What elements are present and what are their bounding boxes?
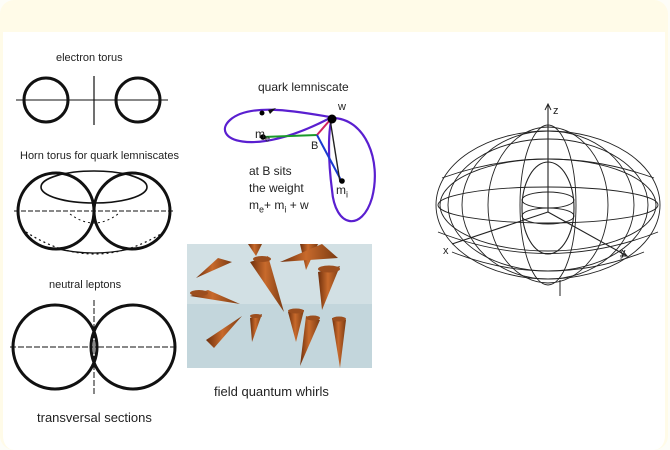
label-transversal-sections: transversal sections: [37, 410, 152, 425]
label-axis-y: y: [620, 247, 626, 259]
horn-torus-drawing: [14, 170, 174, 255]
field-quantum-whirls-image: [187, 244, 372, 368]
label-horn-torus: Horn torus for quark lemniscates: [20, 150, 179, 162]
label-quark-lemniscate: quark lemniscate: [258, 80, 349, 94]
label-mi: mi: [336, 183, 348, 200]
label-field-quantum-whirls: field quantum whirls: [214, 384, 329, 399]
label-axis-x: x: [443, 245, 449, 257]
label-axis-z: z: [553, 105, 559, 117]
label-b: B: [311, 140, 319, 152]
label-weight-formula: me+ mi + w: [249, 198, 309, 215]
label-electron-torus: electron torus: [56, 52, 123, 64]
label-w: w: [338, 101, 346, 113]
quark-lemniscate-drawing: [223, 108, 376, 223]
electron-torus-drawing: [16, 76, 168, 125]
label-neutral-leptons: neutral leptons: [49, 279, 122, 291]
label-weight-line2: the weight: [249, 181, 304, 195]
horn-torus-3d-drawing: [429, 102, 663, 302]
neutral-leptons-drawing: [10, 300, 178, 394]
label-me: me: [255, 127, 271, 144]
label-weight-line1: at B sits: [249, 164, 292, 178]
